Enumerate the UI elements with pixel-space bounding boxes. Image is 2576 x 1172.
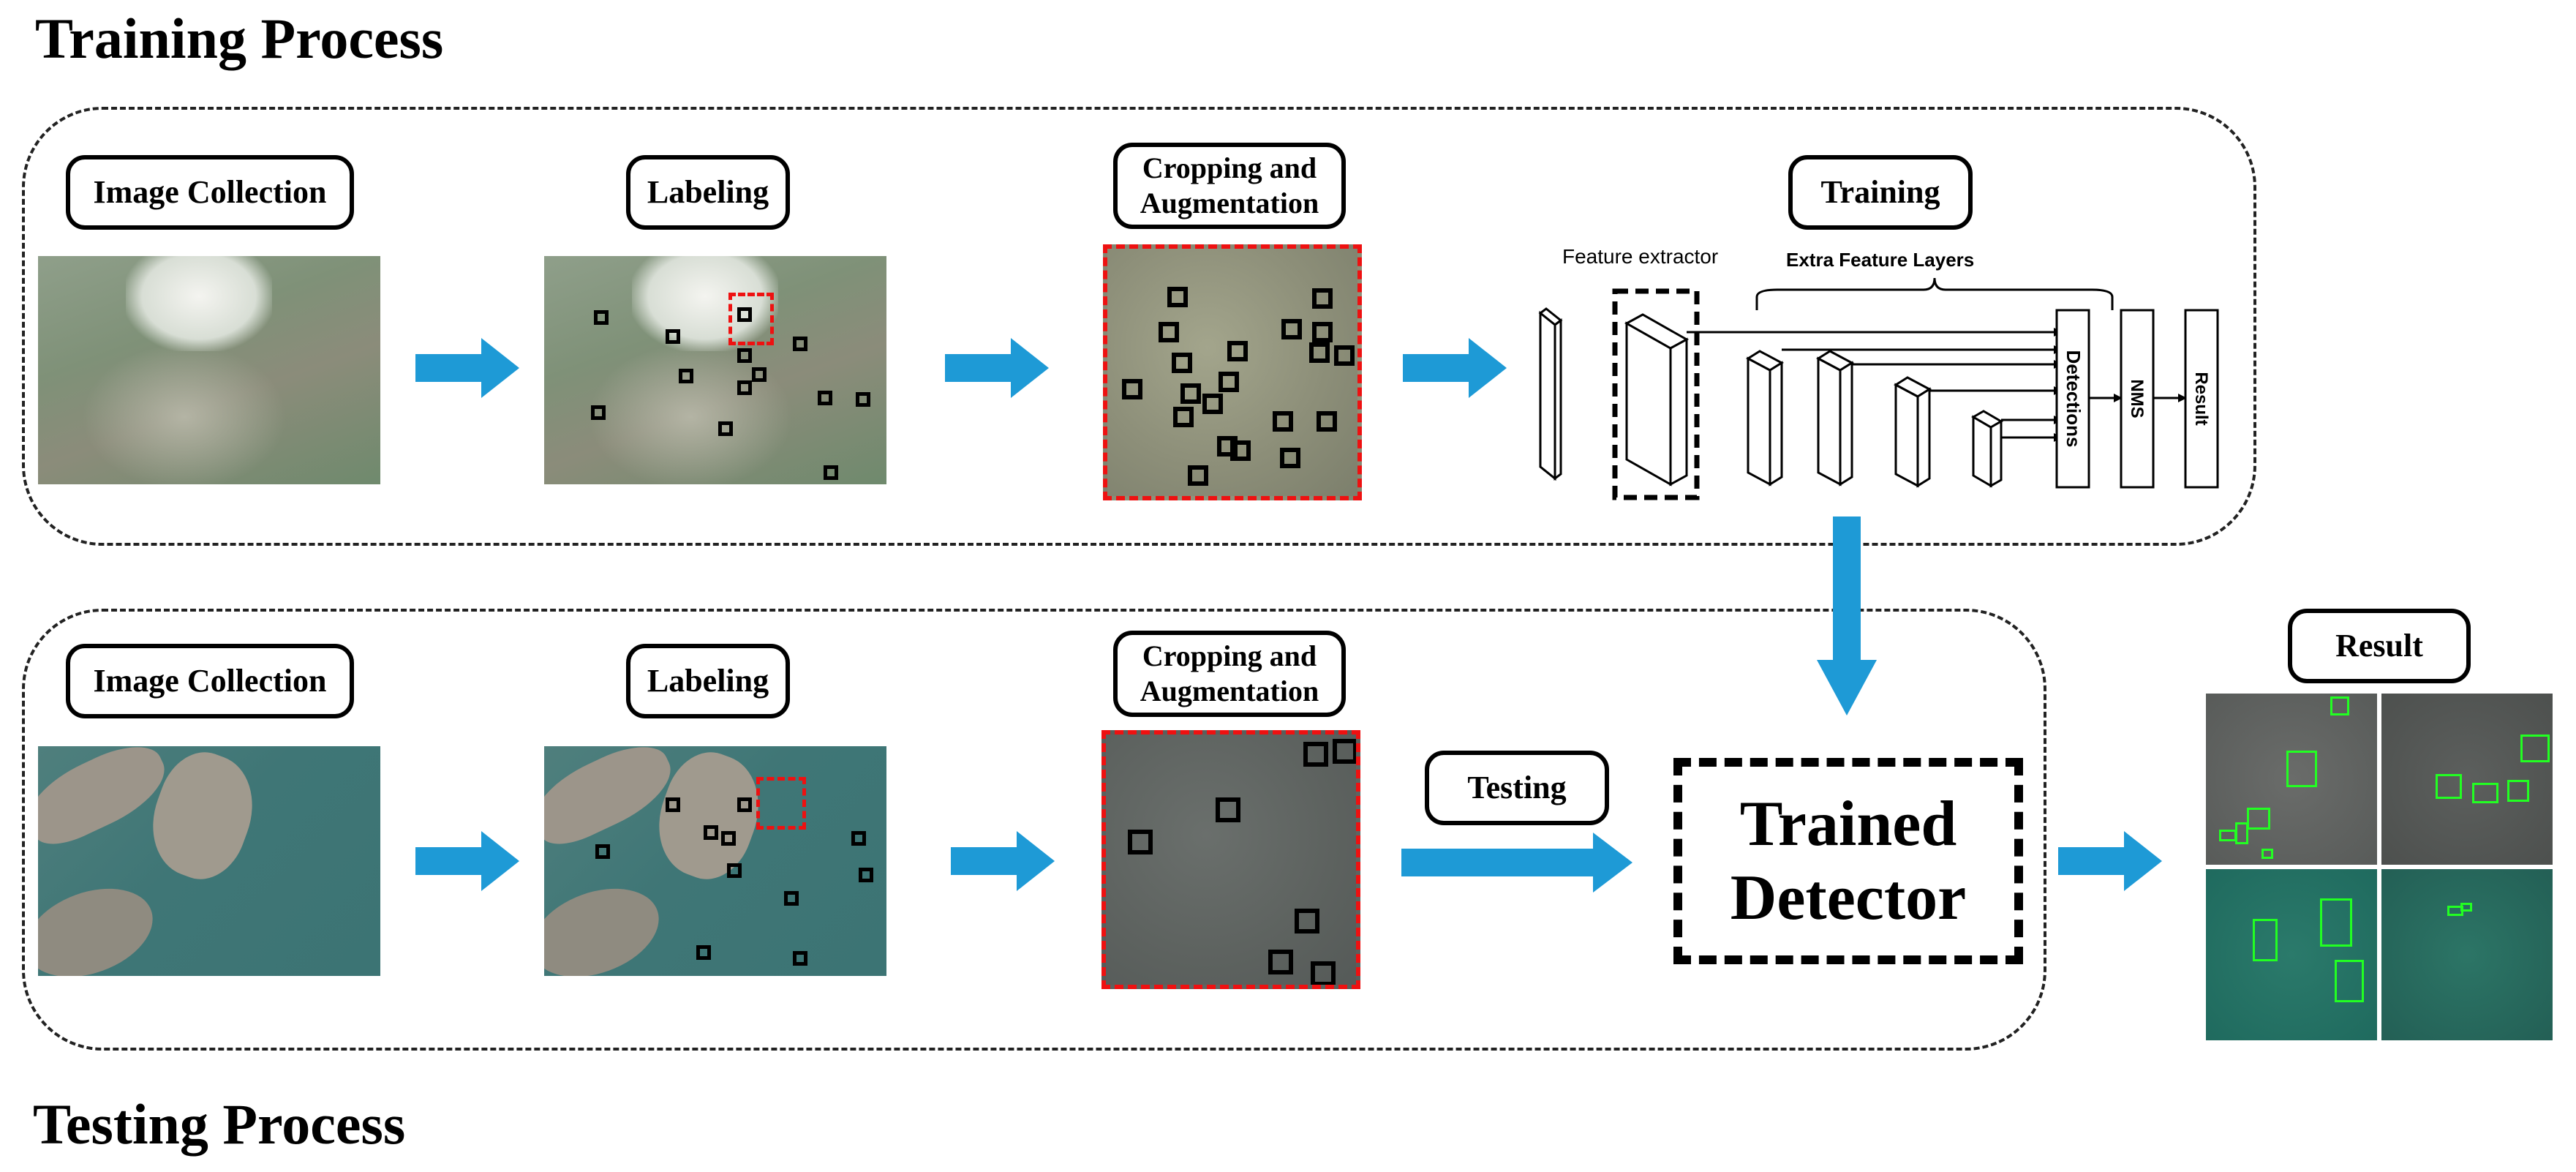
labeling-label: Labeling (626, 644, 790, 718)
label-box (594, 310, 609, 325)
label-box (727, 863, 742, 878)
cropping-augmentation-label: Cropping and Augmentation (1113, 143, 1346, 229)
testing-labeled-image (544, 746, 886, 976)
label-box (696, 945, 711, 960)
label-box (721, 831, 736, 846)
crop-selection (728, 293, 774, 345)
label-box (737, 348, 752, 363)
result-label: Result (2288, 609, 2471, 683)
nms-block (2120, 309, 2155, 489)
arrow-right-icon (1403, 338, 1507, 398)
label-box (1219, 372, 1239, 392)
detections-text: Detections (2063, 350, 2084, 448)
training-process-heading: Training Process (35, 7, 444, 70)
image-collection-label: Image Collection (66, 155, 354, 230)
label-box (784, 891, 799, 906)
label-box (1268, 950, 1293, 974)
testing-aerial-image (38, 746, 380, 976)
result-image (2206, 869, 2377, 1040)
arrow-right-icon (945, 338, 1049, 398)
testing-arrow-icon (1401, 833, 1632, 893)
training-label: Training (1788, 155, 1973, 230)
feature-extractor-text: Feature extractor (1562, 245, 1718, 268)
label-box (1172, 353, 1192, 373)
training-aerial-image (38, 256, 380, 484)
label-box (859, 868, 873, 882)
label-box (1311, 961, 1336, 985)
result-block-text: Result (2191, 372, 2211, 425)
label-box (1173, 407, 1194, 427)
label-box (1273, 411, 1293, 432)
label-box (824, 465, 838, 480)
result-image (2206, 694, 2377, 865)
label-box (752, 367, 767, 382)
arrow-right-icon (415, 338, 519, 398)
label-box (595, 844, 610, 859)
label-box (1312, 288, 1333, 309)
testing-panel (22, 609, 2046, 1051)
crop-selection (756, 777, 806, 830)
testing-label: Testing (1425, 751, 1609, 825)
training-labeled-image (544, 256, 886, 484)
label-box (591, 405, 606, 420)
label-box (1188, 465, 1208, 486)
label-box (679, 369, 693, 383)
label-box (1217, 436, 1238, 457)
label-box (737, 307, 752, 322)
label-box (1312, 322, 1333, 342)
labeling-label: Labeling (626, 155, 790, 230)
arrow-right-icon (951, 831, 1055, 891)
nms-text: NMS (2127, 379, 2147, 418)
testing-process-heading: Testing Process (33, 1092, 406, 1156)
image-collection-label: Image Collection (66, 644, 354, 718)
label-box (1333, 739, 1356, 764)
label-box (851, 831, 866, 846)
testing-cropped-image (1101, 730, 1360, 989)
arrow-right-icon (2058, 831, 2162, 891)
result-block (2184, 309, 2219, 489)
label-box (1317, 411, 1337, 432)
label-box (856, 392, 870, 407)
label-box (1230, 440, 1251, 461)
trained-detector-box: Trained Detector (1673, 758, 2023, 964)
label-box (1180, 383, 1201, 404)
label-box (818, 391, 832, 405)
extra-layers-text: Extra Feature Layers (1786, 249, 1974, 271)
label-box (1309, 342, 1330, 363)
ssd-network-diagram: Feature extractor Extra Feature Layers D… (1538, 245, 2219, 500)
label-box (1334, 345, 1355, 366)
cropping-augmentation-label: Cropping and Augmentation (1113, 631, 1346, 717)
label-box (718, 421, 733, 436)
label-box (793, 951, 807, 966)
arrow-down-icon (1817, 516, 1877, 715)
label-box (1303, 742, 1328, 767)
training-cropped-image (1103, 244, 1362, 500)
label-box (1227, 341, 1248, 361)
arrow-right-icon (415, 831, 519, 891)
label-box (666, 797, 680, 812)
result-image-grid (2206, 694, 2553, 1040)
label-box (737, 380, 752, 395)
label-box (1128, 830, 1153, 854)
extra-layers-bracket (1755, 277, 2114, 310)
label-box (793, 337, 807, 351)
label-box (704, 825, 718, 840)
label-box (1159, 322, 1179, 342)
label-box (1216, 797, 1240, 822)
label-box (1281, 319, 1302, 339)
label-box (1295, 909, 1319, 934)
result-image (2381, 694, 2553, 865)
label-box (1122, 379, 1142, 399)
detections-block (2055, 309, 2090, 489)
label-box (737, 797, 752, 812)
feature-extractor-frame (1612, 288, 1700, 500)
result-image (2381, 869, 2553, 1040)
label-box (1202, 394, 1223, 414)
label-box (1167, 287, 1188, 307)
training-panel (22, 107, 2256, 546)
label-box (1280, 448, 1300, 468)
label-box (666, 329, 680, 344)
